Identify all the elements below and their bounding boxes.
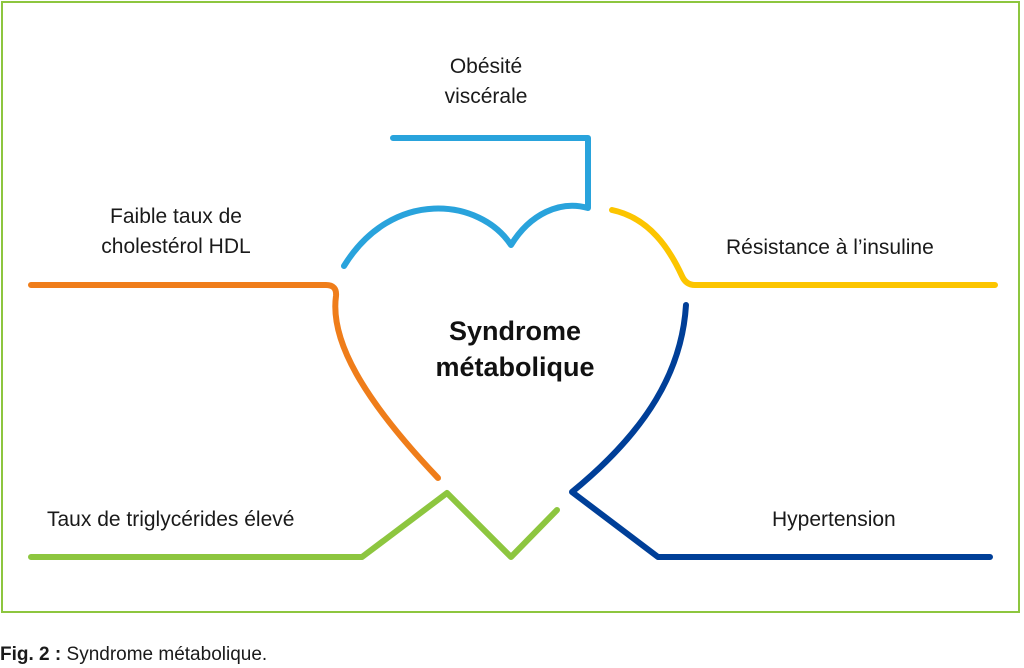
obesity-label: Obésité viscérale: [444, 55, 528, 108]
insulin-label: Résistance à l’insuline: [726, 236, 934, 259]
center-title: Syndrome métabolique: [400, 313, 630, 385]
hypertension-label: Hypertension: [772, 508, 896, 531]
figure-caption: Fig. 2 : Syndrome métabolique.: [0, 643, 267, 667]
center-title-line2: métabolique: [435, 352, 595, 382]
hypertension-line: [569, 302, 993, 560]
obesity-line: [341, 135, 591, 269]
caption-text: Syndrome métabolique.: [66, 644, 268, 665]
figure-frame: [1, 1, 1020, 613]
center-title-line1: Syndrome: [448, 316, 582, 346]
hdl-label: Faible taux de cholestérol HDL: [101, 205, 251, 258]
triglycerides-label: Taux de triglycérides élevé: [47, 508, 295, 531]
triglycerides-line: [28, 490, 560, 560]
caption-prefix: Fig. 2 :: [0, 644, 62, 665]
hdl-line: [28, 282, 441, 481]
heart-diagram: [28, 135, 998, 560]
insulin-line: [609, 207, 998, 288]
